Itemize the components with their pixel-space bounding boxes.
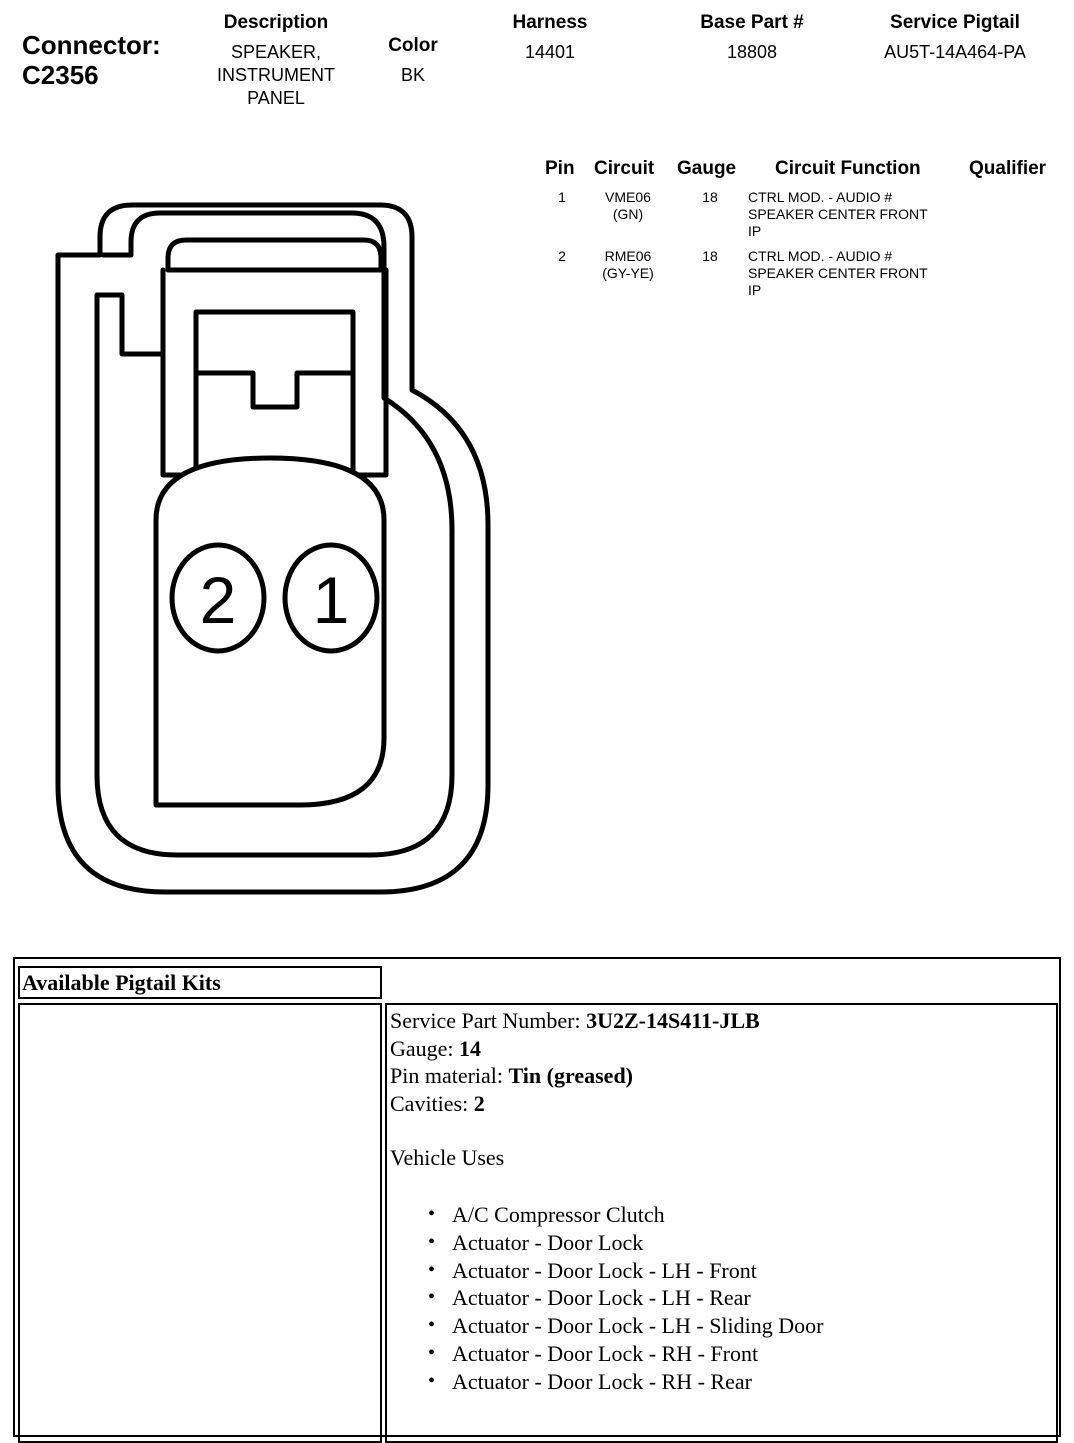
terminal-face — [153, 455, 387, 808]
pigtail-kits-left-cell — [18, 1003, 382, 1443]
kit-gauge: 14 — [459, 1035, 482, 1061]
pin-material-line: Pin material: Tin (greased) — [390, 1062, 760, 1090]
list-item: Actuator - Door Lock - LH - Rear — [428, 1284, 823, 1312]
description-line: SPEAKER, — [230, 42, 322, 62]
list-item: Actuator - Door Lock — [428, 1229, 823, 1257]
base-part-value: 18808 — [726, 42, 778, 62]
function-line: SPEAKER CENTER FRONT — [748, 206, 928, 222]
release-button — [193, 309, 356, 475]
cavities-label: Cavities: — [390, 1090, 474, 1116]
latch-outline — [165, 237, 384, 273]
list-item: Actuator - Door Lock - LH - Sliding Door — [428, 1312, 823, 1340]
pin-number: 2 — [558, 248, 566, 264]
cavities-count: 2 — [473, 1090, 485, 1116]
locking-tab — [94, 292, 164, 357]
service-part-line: Service Part Number: 3U2Z-14S411-JLB — [390, 1007, 760, 1035]
cavity-2: 2 — [169, 542, 267, 654]
connector-label: Connector: — [22, 30, 161, 60]
pigtail-kits-title: Available Pigtail Kits — [22, 970, 221, 995]
list-item: A/C Compressor Clutch — [428, 1201, 823, 1229]
connector-title: Connector: C2356 — [22, 30, 161, 90]
connector-face-diagram: 2 1 — [55, 202, 491, 895]
function-line: CTRL MOD. - AUDIO # — [748, 248, 893, 264]
function-line: SPEAKER CENTER FRONT — [748, 265, 928, 281]
kit-info: Service Part Number: 3U2Z-14S411-JLB Gau… — [390, 1007, 760, 1117]
pin-material: Tin (greased) — [508, 1063, 634, 1088]
gauge-label: Gauge: — [390, 1035, 460, 1061]
list-item: Actuator - Door Lock - RH - Front — [428, 1340, 823, 1368]
connector-id: C2356 — [22, 60, 99, 90]
circuit-code: RME06 — [604, 248, 652, 264]
housing-outer-outline — [55, 202, 491, 895]
service-part-number: 3U2Z-14S411-JLB — [586, 1008, 760, 1033]
release-notch — [193, 370, 356, 410]
gauge-value: 18 — [702, 248, 718, 264]
function-column-header: Circuit Function — [775, 158, 921, 179]
circuit-code: VME06 — [605, 189, 651, 205]
gauge-column-header: Gauge — [677, 158, 737, 179]
wire-color: (GN) — [612, 206, 644, 222]
function-line: CTRL MOD. - AUDIO # — [748, 189, 893, 205]
vehicle-uses-list: A/C Compressor Clutch Actuator - Door Lo… — [428, 1201, 823, 1396]
qualifier-column-header: Qualifier — [969, 158, 1047, 179]
harness-value: 14401 — [524, 42, 576, 62]
description-header: Description — [223, 12, 329, 33]
cavity-label: 1 — [313, 563, 350, 637]
color-header: Color — [388, 35, 438, 56]
pin-number: 1 — [558, 189, 566, 205]
service-pigtail-header: Service Pigtail — [890, 12, 1020, 33]
service-pigtail-value: AU5T-14A464-PA — [884, 42, 1026, 62]
housing-inner-outline — [94, 210, 455, 858]
cavities-line: Cavities: 2 — [390, 1090, 760, 1118]
list-item: Actuator - Door Lock - LH - Front — [428, 1257, 823, 1285]
harness-header: Harness — [512, 12, 588, 33]
service-part-label: Service Part Number: — [390, 1008, 587, 1033]
cavity-label: 2 — [200, 563, 237, 637]
base-part-header: Base Part # — [700, 12, 804, 33]
cavity-1: 1 — [282, 542, 380, 654]
description-value: SPEAKER, INSTRUMENT PANEL — [196, 41, 356, 110]
list-item: Actuator - Door Lock - RH - Rear — [428, 1368, 823, 1396]
vehicle-uses-heading: Vehicle Uses — [390, 1145, 505, 1170]
color-value: BK — [400, 65, 425, 85]
function-line: IP — [748, 223, 762, 239]
description-line: INSTRUMENT — [217, 65, 335, 85]
pin-column-header: Pin — [545, 158, 575, 179]
pigtail-kits-title-cell — [18, 966, 382, 999]
description-line: PANEL — [247, 88, 305, 108]
gauge-line: Gauge: 14 — [390, 1035, 760, 1063]
circuit-column-header: Circuit — [594, 158, 655, 179]
pin-material-label: Pin material: — [390, 1063, 509, 1088]
function-line: IP — [748, 282, 762, 298]
gauge-value: 18 — [702, 189, 718, 205]
wire-color: (GY-YE) — [602, 265, 654, 281]
